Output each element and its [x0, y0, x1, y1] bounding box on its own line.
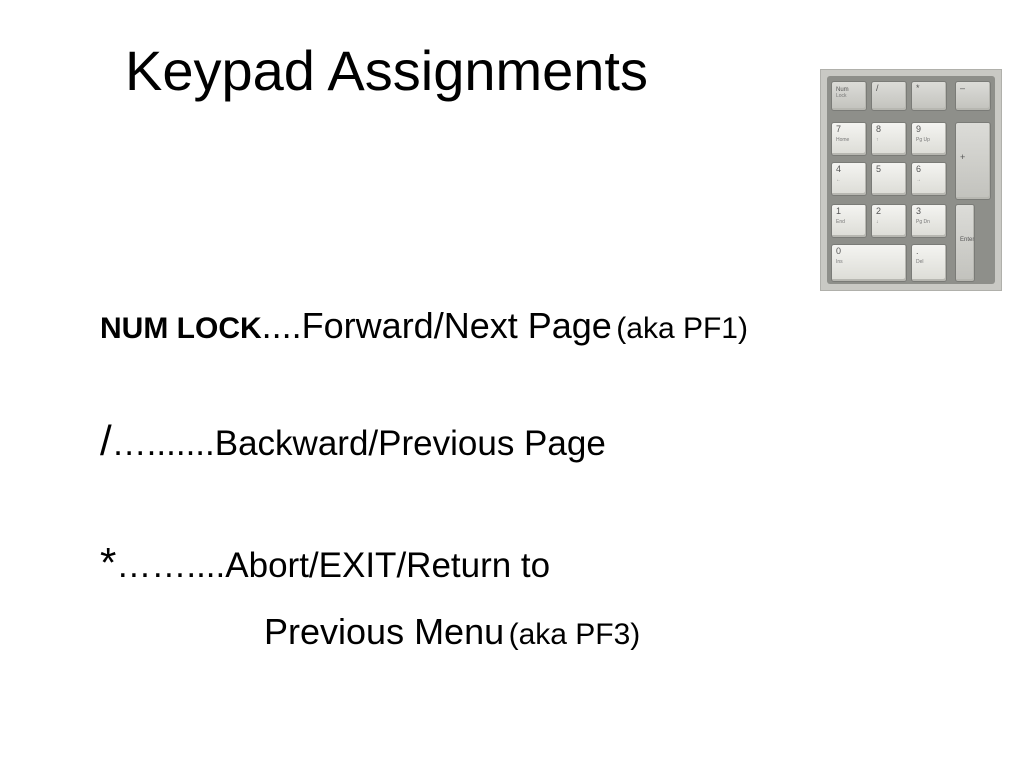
key-8-sublabel: ↑	[876, 137, 879, 143]
assignment-slash: /….......Backward/Previous Page	[100, 417, 606, 464]
key-enter-label: Enter	[960, 237, 975, 243]
leader-dots: ....	[261, 305, 302, 346]
key-slash-label: /	[876, 83, 879, 93]
key-slash: /	[871, 81, 907, 111]
key-2-sublabel: ↓	[876, 219, 879, 225]
key-enter: Enter	[955, 204, 976, 282]
leader-dots: ……....	[116, 546, 226, 585]
alias-pf1: (aka PF1)	[616, 312, 748, 345]
key-4: 4 ←	[831, 162, 867, 196]
key-4-label: 4	[836, 164, 842, 174]
key-7-label: 7	[836, 124, 842, 134]
key-3: 3 Pg Dn	[911, 204, 947, 238]
key-3-label: 3	[916, 206, 922, 216]
key-dot: . Del	[911, 244, 947, 282]
keypad-frame: Num Lock / * – 7 Home 8 ↑ 9 Pg Up + 4 ← …	[827, 76, 995, 284]
key-dot-label: .	[916, 246, 919, 256]
action-forward-next-page: Forward/Next Page	[301, 305, 612, 346]
key-plus-label: +	[960, 152, 966, 162]
key-5: 5	[871, 162, 907, 196]
key-name-num-lock: NUM LOCK	[100, 312, 262, 345]
key-2: 2 ↓	[871, 204, 907, 238]
key-7-sublabel: Home	[836, 137, 850, 143]
assignment-star: *……....Abort/EXIT/Return to	[100, 539, 551, 586]
key-3-sublabel: Pg Dn	[916, 219, 930, 225]
key-0-label: 0	[836, 246, 842, 256]
key-7: 7 Home	[831, 122, 867, 156]
key-plus: +	[955, 122, 991, 200]
key-name-slash: /	[100, 417, 112, 464]
key-6-label: 6	[916, 164, 922, 174]
key-2-label: 2	[876, 206, 882, 216]
key-1-label: 1	[836, 206, 842, 216]
key-0-sublabel: Ins	[836, 259, 843, 265]
key-4-sublabel: ←	[836, 177, 841, 183]
action-previous-menu: Previous Menu	[264, 611, 505, 652]
key-minus: –	[955, 81, 991, 111]
action-abort-exit-return: Abort/EXIT/Return to	[225, 546, 551, 585]
key-minus-label: –	[960, 83, 966, 93]
key-star-label: *	[916, 83, 920, 93]
key-5-label: 5	[876, 164, 882, 174]
assignment-num-lock: NUM LOCK....Forward/Next Page (aka PF1)	[100, 306, 748, 346]
action-backward-previous-page: Backward/Previous Page	[214, 424, 606, 463]
key-8-label: 8	[876, 124, 882, 134]
key-9-label: 9	[916, 124, 922, 134]
key-name-star: *	[100, 539, 117, 586]
key-numlock: Num Lock	[831, 81, 867, 111]
key-1: 1 End	[831, 204, 867, 238]
key-9: 9 Pg Up	[911, 122, 947, 156]
key-0: 0 Ins	[831, 244, 907, 282]
key-9-sublabel: Pg Up	[916, 137, 930, 143]
numeric-keypad-photo: Num Lock / * – 7 Home 8 ↑ 9 Pg Up + 4 ← …	[820, 69, 1002, 291]
key-6: 6 →	[911, 162, 947, 196]
leader-dots: ….......	[111, 424, 215, 463]
key-dot-sublabel: Del	[916, 259, 924, 265]
alias-pf3: (aka PF3)	[508, 618, 641, 651]
slide-title: Keypad Assignments	[125, 39, 648, 102]
key-numlock-sublabel: Lock	[836, 93, 847, 99]
key-star: *	[911, 81, 947, 111]
key-1-sublabel: End	[836, 219, 845, 225]
key-numlock-label: Num	[836, 87, 849, 93]
assignment-star-continuation: Previous Menu (aka PF3)	[264, 612, 640, 652]
key-6-sublabel: →	[916, 177, 921, 183]
key-8: 8 ↑	[871, 122, 907, 156]
